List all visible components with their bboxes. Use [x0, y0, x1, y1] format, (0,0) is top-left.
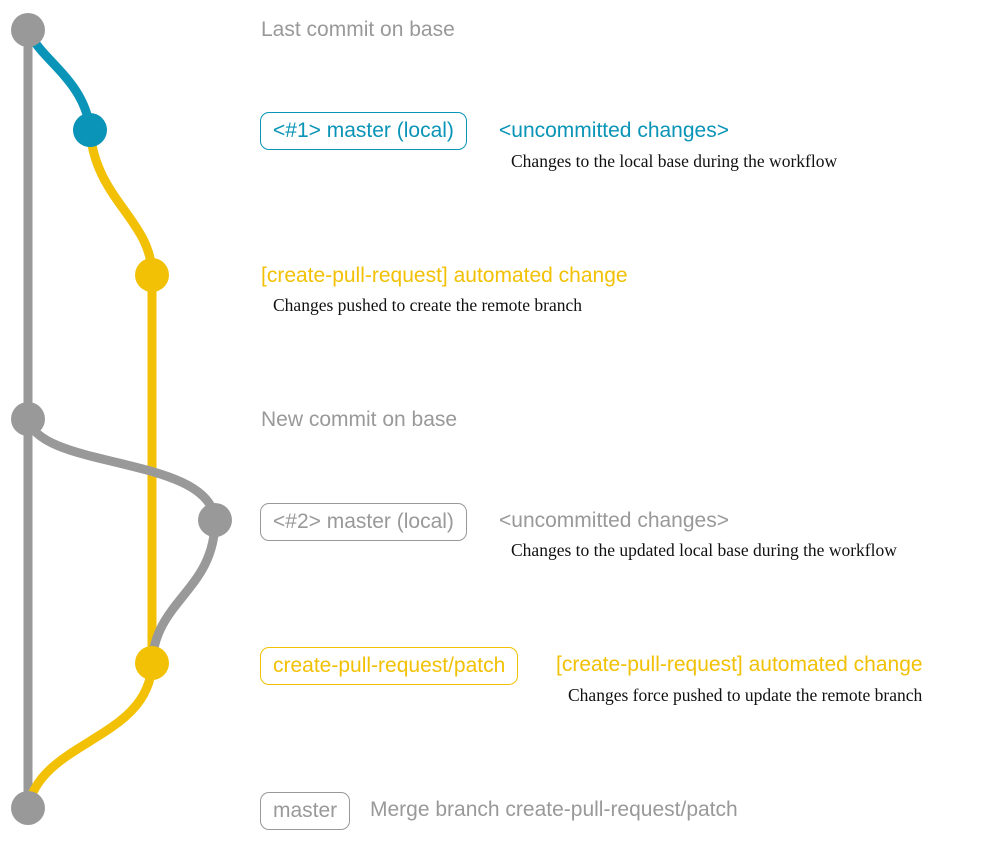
commit-title-patch: [create-pull-request] automated change [556, 653, 923, 676]
commit-title-local-2: <uncommitted changes> [499, 509, 729, 532]
edge-local-1-to-pr [85, 125, 157, 280]
commit-desc-local-2: Changes to the updated local base during… [511, 540, 897, 560]
commit-node-pr-change [135, 258, 169, 292]
edge-local-2-to-patch [147, 515, 220, 668]
commit-desc-pr-change: Changes pushed to create the remote bran… [273, 295, 583, 315]
commit-desc-patch: Changes force pushed to update the remot… [568, 685, 923, 705]
commit-title-new-base: New commit on base [261, 408, 458, 431]
edge-patch-to-merge [23, 658, 157, 813]
edge-base-to-local-2 [23, 414, 220, 525]
commit-title-last-base: Last commit on base [261, 18, 455, 41]
ref-badge-local-1: <#1> master (local) [260, 112, 467, 150]
commit-node-local-2 [198, 503, 232, 537]
ref-badge-local-2: <#2> master (local) [260, 503, 467, 541]
ref-badge-patch: create-pull-request/patch [260, 647, 519, 685]
commit-node-last-base [11, 13, 45, 47]
ref-badge-master: master [260, 792, 351, 830]
commit-node-new-base [11, 402, 45, 436]
commit-desc-local-1: Changes to the local base during the wor… [511, 151, 838, 171]
commit-node-local-1 [73, 113, 107, 147]
commit-title-merge: Merge branch create-pull-request/patch [370, 798, 738, 821]
edge-base-to-local-1 [23, 25, 95, 135]
commit-node-patch [135, 646, 169, 680]
commit-title-pr-change: [create-pull-request] automated change [261, 264, 628, 287]
commit-title-local-1: <uncommitted changes> [499, 119, 729, 142]
commit-node-merge [11, 791, 45, 825]
